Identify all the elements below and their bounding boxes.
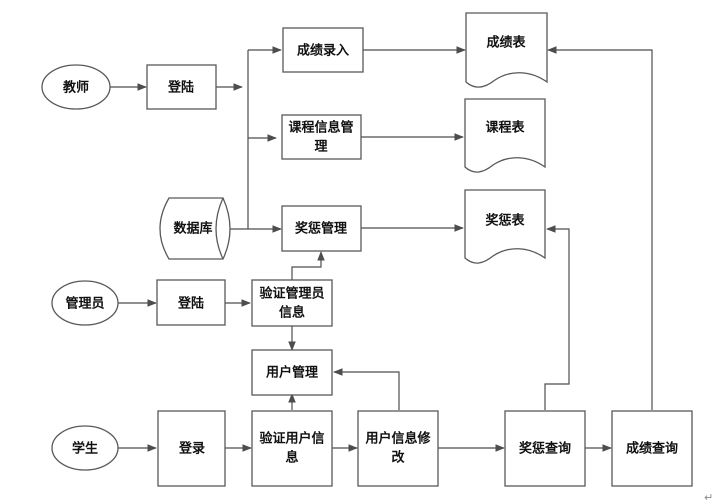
database[interactable]: 数据库 xyxy=(159,197,231,260)
database-label: 数据库 xyxy=(173,221,212,237)
process-admin-login-label: 登陆 xyxy=(177,296,204,312)
process-grade-entry-label: 成绩录入 xyxy=(297,43,349,59)
edge-grade-query-table xyxy=(547,46,653,410)
edge-reward-query-table xyxy=(544,225,570,410)
process-user-mgmt[interactable]: 用户管理 xyxy=(251,349,333,396)
actor-teacher[interactable]: 教师 xyxy=(41,64,111,110)
process-grade-query[interactable]: 成绩查询 xyxy=(611,410,693,487)
process-verify-admin-label-1: 验证管理员 xyxy=(259,286,324,302)
process-course-mgmt-label-1: 课程信息管 xyxy=(288,120,353,136)
process-verify-user-label-2: 息 xyxy=(285,450,298,466)
process-teacher-login[interactable]: 登陆 xyxy=(146,64,217,110)
process-user-mgmt-label: 用户管理 xyxy=(265,365,318,381)
process-reward-query[interactable]: 奖惩查询 xyxy=(504,410,586,487)
process-student-login[interactable]: 登录 xyxy=(157,410,226,487)
paragraph-mark: ↵ xyxy=(704,491,713,504)
process-user-info-edit-label-2: 改 xyxy=(391,450,405,466)
document-course-table[interactable]: 课程表 xyxy=(464,98,546,173)
process-admin-login[interactable]: 登陆 xyxy=(156,279,226,326)
actor-student-label: 学生 xyxy=(72,441,98,457)
process-teacher-login-label: 登陆 xyxy=(167,80,194,96)
process-verify-user-label-1: 验证用户信 xyxy=(259,431,324,447)
document-grade-table[interactable]: 成绩表 xyxy=(465,12,548,88)
process-course-mgmt[interactable]: 课程信息管 理 xyxy=(281,114,362,160)
process-grade-entry[interactable]: 成绩录入 xyxy=(282,27,364,73)
process-reward-mgmt-label: 奖惩管理 xyxy=(295,221,347,237)
process-reward-mgmt[interactable]: 奖惩管理 xyxy=(281,205,362,252)
edge-verify-reward-mgmt xyxy=(291,251,325,280)
actor-teacher-label: 教师 xyxy=(62,80,89,96)
process-user-info-edit-label-1: 用户信息修 xyxy=(364,431,431,447)
actor-admin-label: 管理员 xyxy=(65,296,104,312)
process-reward-query-label: 奖惩查询 xyxy=(519,441,571,457)
process-verify-admin[interactable]: 验证管理员 信息 xyxy=(251,279,333,327)
document-course-table-label: 课程表 xyxy=(485,120,525,136)
process-grade-query-label: 成绩查询 xyxy=(626,441,678,457)
actor-admin[interactable]: 管理员 xyxy=(51,280,119,326)
process-verify-admin-label-2: 信息 xyxy=(279,305,305,321)
edge-edit-user-mgmt xyxy=(333,368,400,410)
process-verify-user[interactable]: 验证用户信 息 xyxy=(251,410,333,487)
document-reward-table[interactable]: 奖惩表 xyxy=(464,189,546,264)
process-student-login-label: 登录 xyxy=(178,441,205,457)
process-course-mgmt-label-2: 理 xyxy=(314,140,327,155)
document-reward-table-label: 奖惩表 xyxy=(485,213,525,229)
connectors xyxy=(110,46,653,452)
actor-student[interactable]: 学生 xyxy=(51,425,119,471)
document-grade-table-label: 成绩表 xyxy=(486,35,526,51)
process-user-info-edit[interactable]: 用户信息修 改 xyxy=(357,410,439,487)
